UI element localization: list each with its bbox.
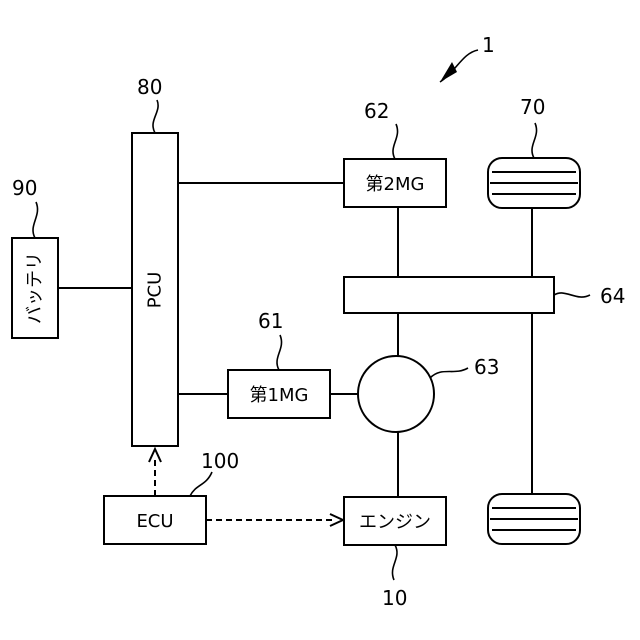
ecu-ref: 100 (201, 449, 239, 473)
planetary-gear (358, 356, 434, 432)
shaft-ref: 64 (600, 284, 625, 308)
engine-label: エンジン (359, 512, 431, 533)
mg1-ref: 61 (258, 309, 283, 333)
mg1-leader (277, 335, 282, 370)
ecu-to-engine-signal (206, 514, 343, 526)
shaft-leader (554, 293, 590, 297)
wheel-leader (532, 123, 537, 158)
pcu-label: PCU (145, 272, 166, 309)
wheel-ref: 70 (520, 95, 545, 119)
battery-leader (33, 202, 38, 238)
mg2-ref: 62 (364, 99, 389, 123)
mg1-label: 第1MG (250, 385, 309, 406)
engine-ref: 10 (382, 586, 407, 610)
shaft-block (344, 277, 554, 313)
ecu-to-pcu-signal (149, 449, 161, 496)
mg2-label: 第2MG (366, 174, 425, 195)
mg2-leader (393, 124, 398, 159)
battery-label: バッテリ (25, 252, 46, 324)
engine-leader (392, 545, 397, 580)
planetary-leader (430, 368, 468, 378)
battery-ref: 90 (12, 176, 37, 200)
ecu-leader (190, 472, 212, 496)
pcu-ref: 80 (137, 75, 162, 99)
wheel-lower (488, 494, 580, 544)
figure-ref-number: 1 (482, 33, 495, 57)
figure-ref-indicator: 1 (440, 33, 495, 82)
planetary-ref: 63 (474, 355, 499, 379)
wheel-upper (488, 158, 580, 208)
pcu-leader (153, 100, 158, 133)
ecu-label: ECU (136, 511, 173, 532)
